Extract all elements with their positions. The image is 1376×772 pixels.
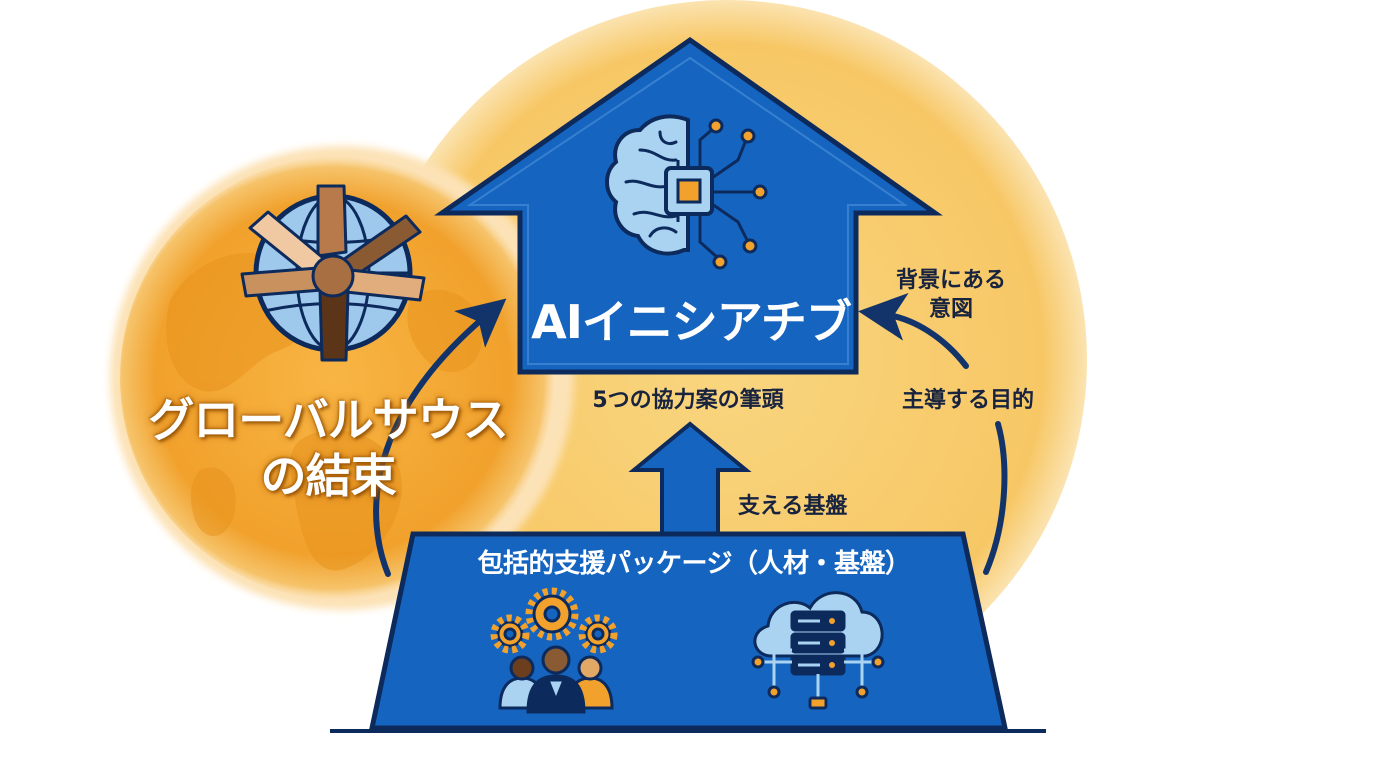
global-south-title-line1: グローバルサウス [148, 393, 509, 447]
team-gears-icon [490, 587, 618, 714]
global-south-title: グローバルサウス の結束 [128, 392, 528, 504]
foundation-label: 支える基盤 [738, 494, 848, 519]
globe-icon [110, 146, 574, 610]
ai-initiative-title: AIイニシアチブ [531, 295, 852, 349]
intent-label-line2: 意図 [928, 296, 973, 322]
ai-initiative-caption: 5つの協力案の筆頭 [592, 388, 784, 413]
leading-purpose-label: 主導する目的 [902, 388, 1035, 413]
cloud-server-icon [751, 591, 885, 710]
right-upper-curve-arrow [858, 292, 969, 369]
global-south-title-line2: の結束 [260, 449, 397, 504]
intent-label-line1: 背景にある [895, 268, 1006, 293]
support-package-title: 包括的支援パッケージ（人材・基盤） [477, 549, 911, 579]
joined-hands-globe-icon [240, 184, 426, 362]
intent-label: 背景にある 意図 [888, 267, 1014, 324]
left-curve-arrow [373, 298, 507, 577]
right-lower-curve-arrow [983, 421, 1008, 575]
support-up-arrow [628, 421, 752, 542]
brain-circuit-icon [605, 114, 768, 270]
